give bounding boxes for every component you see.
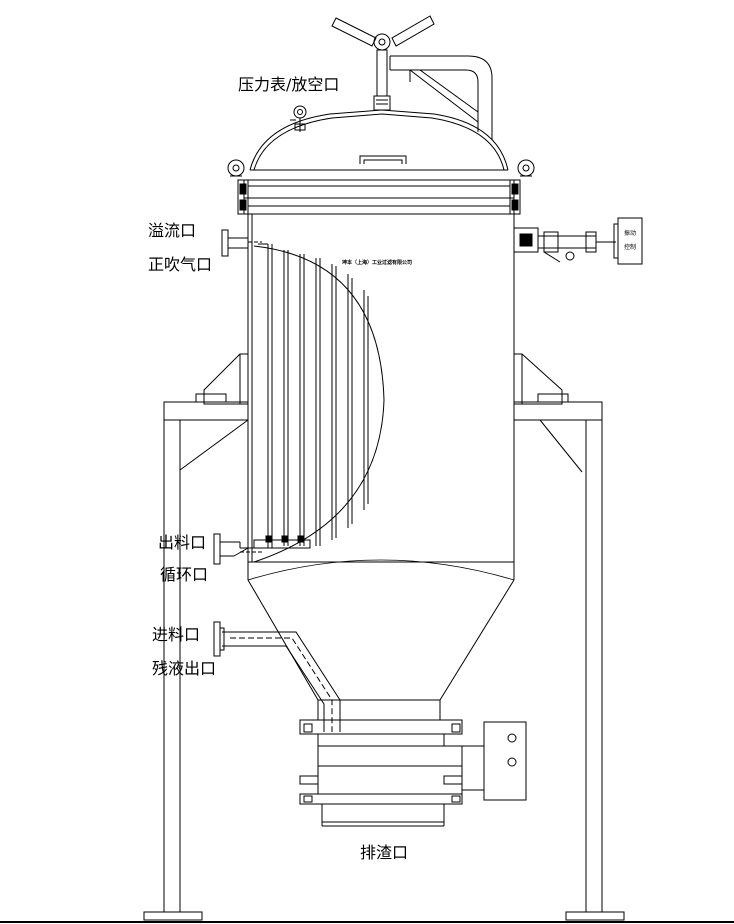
control-box-line1: 振动 xyxy=(624,230,637,237)
label-overflow: 溢流口 xyxy=(148,221,197,240)
discharge-valve xyxy=(300,720,526,826)
label-outlet: 出料口 xyxy=(158,533,207,552)
control-box-line2: 控制 xyxy=(624,244,637,251)
handwheel xyxy=(332,16,434,110)
label-pressure-vent: 压力表/放空口 xyxy=(238,75,340,94)
dome-head xyxy=(250,110,508,170)
inlet-pipe xyxy=(214,622,340,732)
davit-arm xyxy=(390,56,492,140)
actuator-indicator-icon-2 xyxy=(508,758,516,766)
label-circulation: 循环口 xyxy=(160,565,209,584)
vibrator-assembly xyxy=(514,218,642,264)
support-lug-right xyxy=(514,354,602,472)
label-inlet: 进料口 xyxy=(152,625,201,644)
legs xyxy=(144,420,624,920)
vessel-body xyxy=(248,214,514,562)
label-blowback: 正吹气口 xyxy=(148,255,213,274)
actuator-indicator-icon xyxy=(508,734,516,742)
filter-element-cutaway xyxy=(254,244,384,562)
pressure-gauge-icon xyxy=(290,106,306,132)
dome-handle xyxy=(360,156,406,164)
nameplate-text: 坤本（上海）工业过滤有限公司 xyxy=(342,260,413,266)
support-lug-left xyxy=(164,354,248,470)
overflow-nozzle xyxy=(222,230,262,256)
outlet-pipe xyxy=(214,534,262,564)
body-flange xyxy=(228,160,534,214)
label-residue-outlet: 残液出口 xyxy=(152,659,217,678)
cone-bottom xyxy=(248,560,514,720)
label-slag-discharge: 排渣口 xyxy=(360,843,409,862)
